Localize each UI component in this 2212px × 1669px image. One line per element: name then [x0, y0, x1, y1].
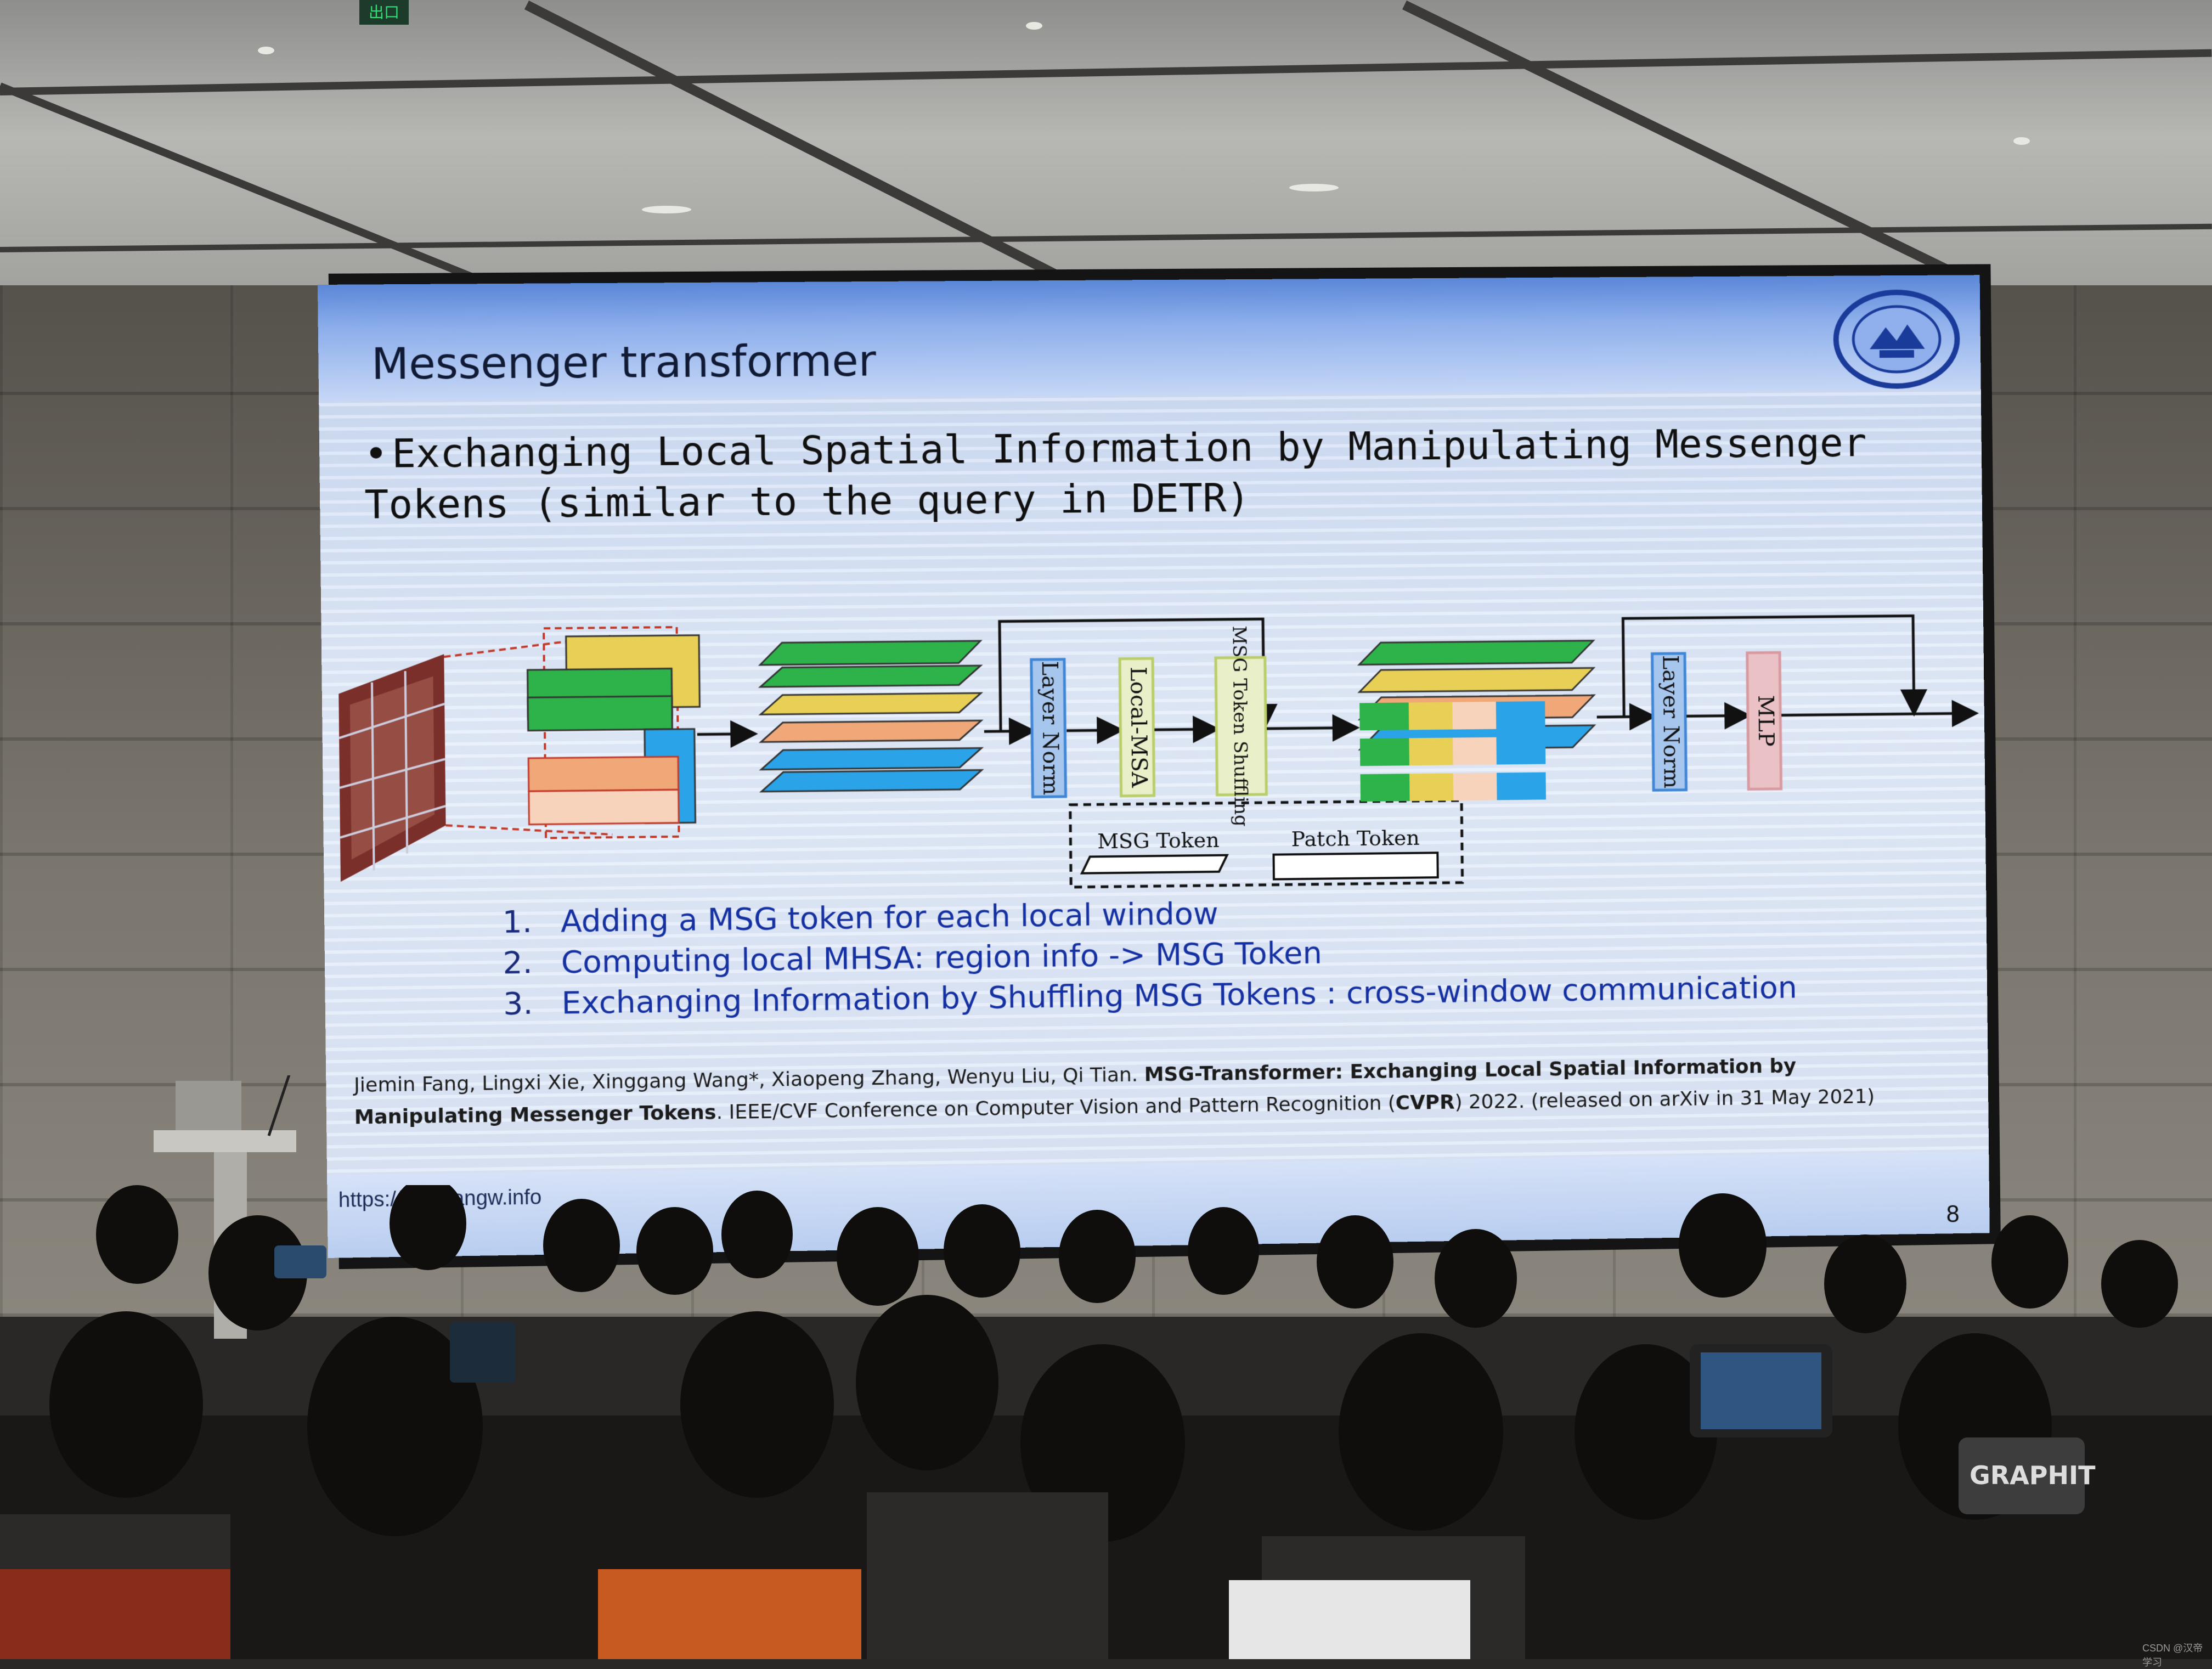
citation-venue-pre: . IEEE/CVF Conference on Computer Vision…: [716, 1092, 1396, 1124]
ceiling-light: [642, 206, 691, 213]
paper-citation: Jiemin Fang, Lingxi Xie, Xinggang Wang*,…: [354, 1048, 1945, 1134]
shuffled-token-stack: [1359, 641, 1595, 802]
mlp-box: [1747, 652, 1781, 789]
windowed-token-cube: [527, 627, 701, 838]
bullet-point: •Exchanging Local Spatial Information by…: [364, 417, 1944, 530]
msg-shuffle-label: MSG Token Shuffling: [1228, 625, 1252, 827]
mlp-label: MLP: [1753, 695, 1778, 747]
ceiling-light: [258, 47, 274, 54]
patch-token-shape: [1274, 853, 1438, 879]
citation-venue-post: ) 2022. (released on arXiv in 31 May 202…: [1454, 1085, 1875, 1114]
ceiling-beam: [524, 0, 1116, 308]
input-image: [338, 654, 447, 882]
step-number: 1.: [502, 904, 533, 940]
layer-norm-box-2: [1652, 653, 1686, 790]
slide-title: Messenger transformer: [371, 336, 877, 390]
step-number: 3.: [503, 985, 533, 1022]
ceiling-light: [2013, 137, 2030, 145]
ceiling-beam: [0, 49, 2212, 95]
step-list: 1.Adding a MSG token for each local wind…: [502, 886, 1874, 1025]
audience: GRAPHIT: [0, 1185, 2212, 1659]
msg-shuffle-box: [1216, 657, 1266, 795]
citation-authors: Jiemin Fang, Lingxi Xie, Xinggang Wang*,…: [353, 1063, 1138, 1097]
layer-norm-box-1: [1031, 659, 1066, 797]
audience-shirt-label: GRAPHIT: [1970, 1461, 2096, 1490]
watermark: CSDN @汉帝学习: [2142, 1643, 2203, 1668]
bullet-dot: •: [363, 430, 388, 477]
university-seal-icon: [1831, 289, 1962, 390]
msg-token-shape: [1082, 855, 1227, 873]
ceiling-light: [1026, 22, 1042, 30]
bullet-text: Exchanging Local Spatial Information by …: [364, 419, 1867, 528]
camera-phone: [1690, 1344, 1832, 1437]
msg-transformer-diagram: Layer Norm Local-MSA MSG Token Shuffling…: [332, 580, 1986, 915]
exit-sign-label: 出口: [368, 3, 399, 21]
ceiling-beam: [1402, 0, 1999, 298]
projected-slide: Messenger transformer •Exchanging Local …: [318, 275, 1990, 1258]
token-stack: [760, 641, 982, 792]
ceiling: [0, 0, 2212, 316]
audience-phone: [274, 1245, 326, 1278]
layer-norm-label-1: Layer Norm: [1037, 661, 1063, 795]
audience-phone: [450, 1322, 516, 1383]
msg-token-legend-label: MSG Token: [1097, 828, 1220, 853]
ceiling-light: [1289, 184, 1339, 191]
local-msa-label: Local-MSA: [1125, 667, 1152, 788]
citation-venue-abbr: CVPR: [1395, 1091, 1455, 1115]
local-msa-box: [1118, 657, 1156, 797]
audience-shirt: [1959, 1437, 2085, 1514]
step-number: 2.: [503, 944, 533, 981]
layer-norm-label-2: Layer Norm: [1658, 655, 1684, 789]
patch-token-legend-label: Patch Token: [1291, 826, 1420, 851]
exit-sign: 出口: [359, 0, 409, 25]
